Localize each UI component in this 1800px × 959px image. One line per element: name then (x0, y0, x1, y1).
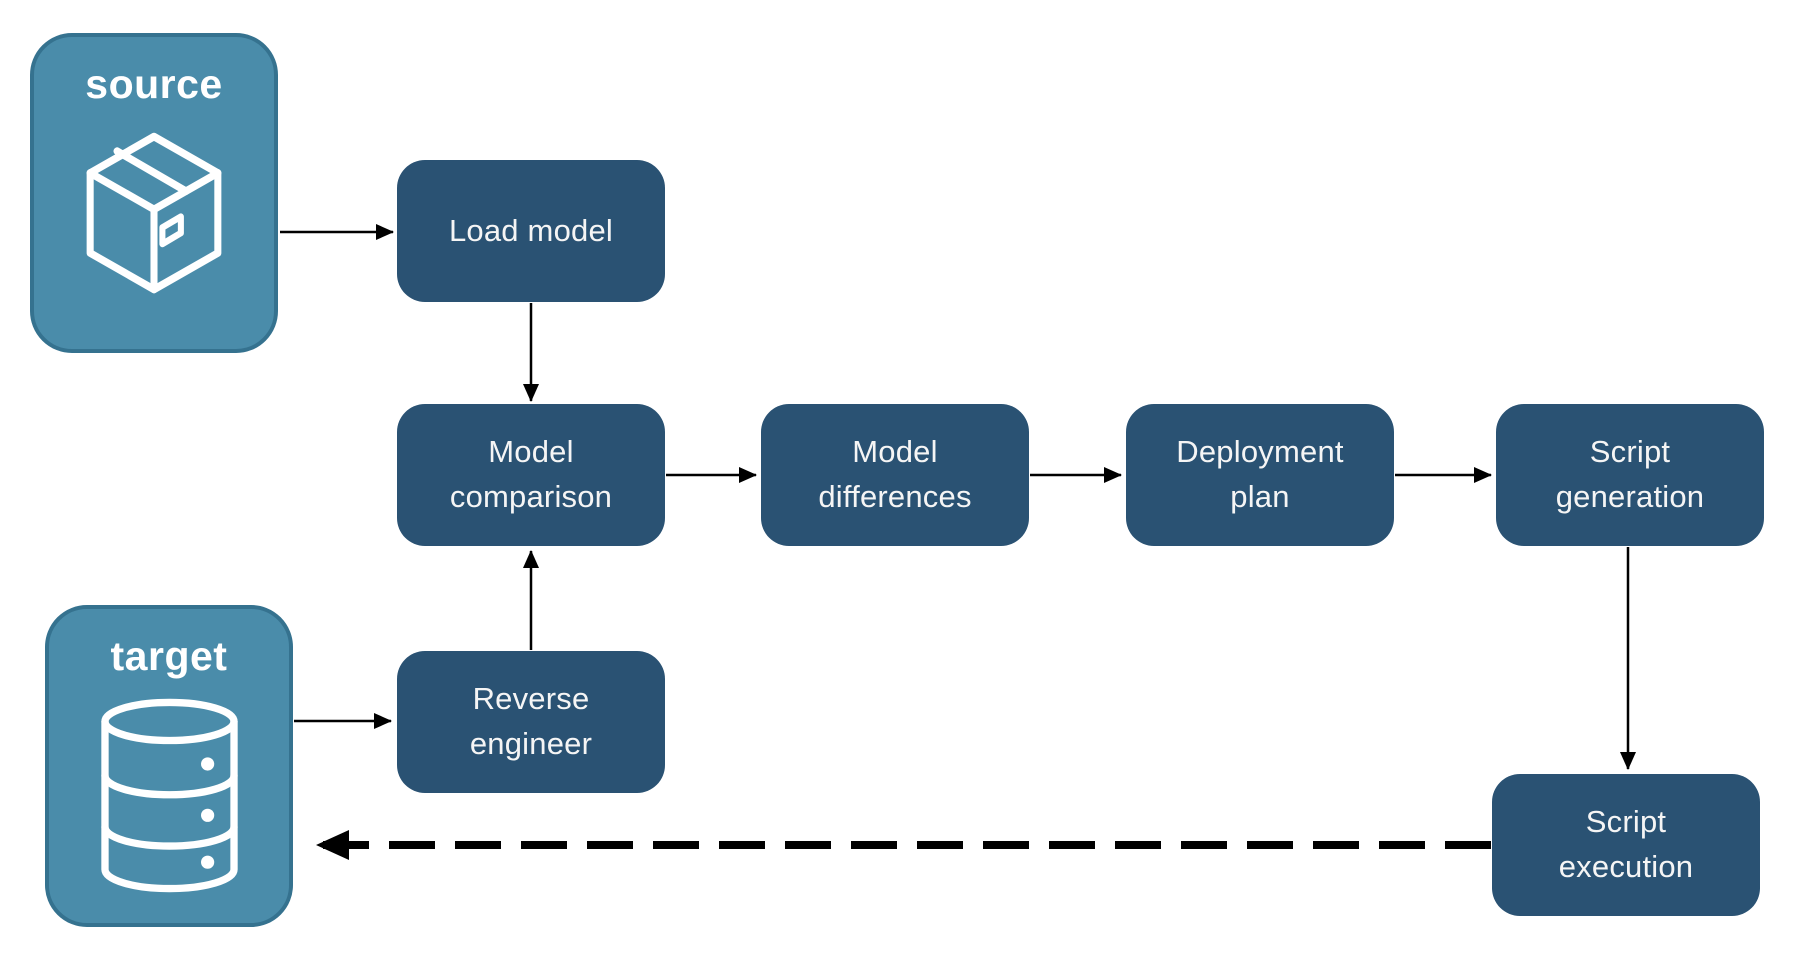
model-differences-label: Model differences (818, 434, 972, 514)
node-load-model: Load model (397, 160, 665, 302)
deployment-plan-label: Deployment plan (1176, 434, 1344, 514)
target-label: target (110, 633, 228, 679)
node-source: source (30, 33, 278, 353)
model-comparison-label: Model comparison (449, 434, 613, 514)
node-deployment-plan: Deployment plan (1126, 404, 1394, 546)
node-reverse-engineer: Reverse engineer (397, 651, 665, 793)
script-execution-label: Script execution (1558, 804, 1694, 884)
node-script-generation: Script generation (1496, 404, 1764, 546)
node-target: target (45, 605, 293, 927)
script-generation-label: Script generation (1555, 434, 1705, 514)
load-model-label: Load model (448, 212, 613, 248)
node-model-differences: Model differences (761, 404, 1029, 546)
source-label: source (85, 61, 223, 107)
node-model-comparison: Model comparison (397, 404, 665, 546)
database-icon (96, 698, 243, 898)
package-icon (70, 122, 238, 309)
reverse-engineer-label: Reverse engineer (469, 681, 593, 761)
node-script-execution: Script execution (1492, 774, 1760, 916)
